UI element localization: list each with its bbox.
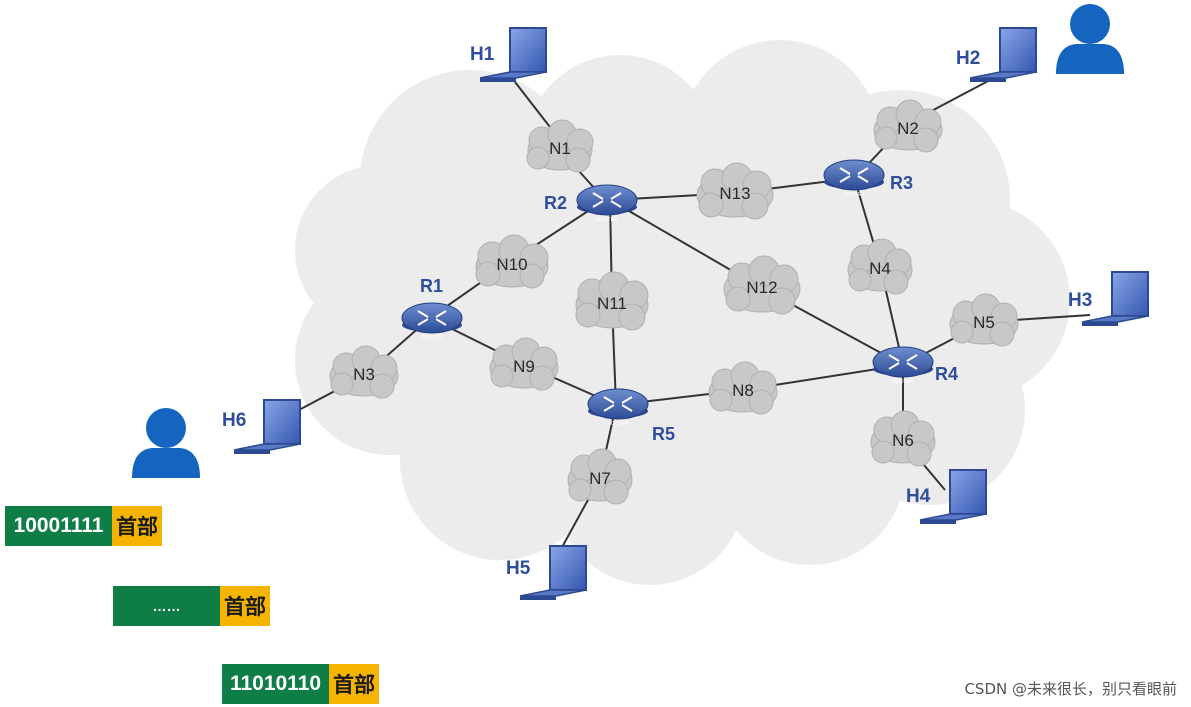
laptop-icon: [479, 27, 547, 82]
laptop-icon: [969, 27, 1037, 82]
packet-data: 10001111: [5, 506, 112, 546]
router-label-r5: R5: [652, 424, 675, 444]
host-label-h2: H2: [956, 48, 980, 69]
host-h3: H3: [1068, 271, 1149, 326]
user-icon: [132, 408, 200, 478]
router-r1: ROUTER R1: [401, 276, 463, 341]
packet-2: …… 首部: [113, 586, 270, 626]
router-label-r1: R1: [420, 276, 443, 296]
network-n6: N6: [870, 410, 936, 467]
router-r2: ROUTER R2: [544, 184, 638, 223]
router-r5: ROUTER R5: [587, 388, 675, 444]
host-h2: H2: [956, 27, 1037, 82]
network-n3: N3: [329, 345, 399, 399]
network-n1: N1: [526, 119, 594, 173]
host-h1: H1: [470, 27, 547, 82]
packet-3: 11010110 首部: [222, 664, 379, 704]
network-n11: N11: [575, 271, 649, 331]
packet-1: 10001111 首部: [5, 506, 162, 546]
laptop-icon: [519, 545, 587, 600]
network-n4: N4: [847, 238, 913, 295]
network-n13: N13: [696, 162, 774, 220]
laptop-icon: [1081, 271, 1149, 326]
network-label-n3: N3: [353, 365, 375, 384]
host-label-h5: H5: [506, 558, 531, 579]
network-n8: N8: [708, 361, 778, 415]
watermark: CSDN @未来很长，别只看眼前: [964, 680, 1177, 698]
laptop-icon: [233, 399, 301, 454]
packet-header: 首部: [220, 586, 270, 626]
laptop-icon: [919, 469, 987, 524]
network-label-n5: N5: [973, 313, 995, 332]
router-r4: ROUTER R4: [872, 346, 958, 385]
router-arrows-icon: [603, 396, 633, 412]
router-arrows-icon: [417, 310, 447, 326]
router-badge: ROUTER: [892, 379, 914, 385]
packet-data: ……: [113, 586, 220, 626]
packet-header: 首部: [329, 664, 379, 704]
network-n2: N2: [873, 99, 943, 153]
router-label-r2: R2: [544, 193, 567, 213]
network-label-n6: N6: [892, 431, 914, 450]
network-label-n11: N11: [597, 294, 627, 313]
network-label-n7: N7: [589, 469, 611, 488]
router-arrows-icon: [592, 192, 622, 208]
network-label-n9: N9: [513, 357, 535, 376]
host-label-h1: H1: [470, 44, 495, 65]
router-badge: ROUTER: [421, 335, 443, 341]
router-label-r3: R3: [890, 173, 913, 193]
host-label-h6: H6: [222, 410, 246, 431]
network-n10: N10: [475, 234, 549, 289]
network-n5: N5: [949, 293, 1019, 347]
network-label-n10: N10: [496, 255, 527, 274]
packet-data: 11010110: [222, 664, 329, 704]
network-label-n1: N1: [549, 139, 571, 158]
host-h5: H5: [506, 545, 587, 600]
router-arrows-icon: [888, 354, 918, 370]
network-label-n13: N13: [719, 184, 750, 203]
packet-header: 首部: [112, 506, 162, 546]
user-icon: [1056, 4, 1124, 74]
host-label-h3: H3: [1068, 290, 1092, 311]
router-r3: ROUTER R3: [823, 159, 913, 198]
router-badge: ROUTER: [596, 217, 618, 223]
network-n7: N7: [567, 448, 633, 505]
network-n9: N9: [489, 337, 559, 391]
host-h4: H4: [906, 469, 987, 524]
router-arrows-icon: [839, 167, 869, 183]
host-label-h4: H4: [906, 486, 931, 507]
router-badge: ROUTER: [607, 421, 629, 427]
hosts: H1 H2 H3 H4: [222, 27, 1149, 600]
router-badge: ROUTER: [843, 192, 865, 198]
router-label-r4: R4: [935, 364, 958, 384]
network-n12: N12: [723, 255, 801, 315]
network-clouds: N1 N2 N3 N4 N5: [329, 99, 1019, 505]
network-label-n12: N12: [746, 278, 777, 297]
routers: ROUTER R1 ROUTER R2 ROUTER R3: [401, 159, 958, 444]
host-h6: H6: [222, 399, 301, 454]
network-label-n8: N8: [732, 381, 754, 400]
network-label-n2: N2: [897, 119, 919, 138]
network-label-n4: N4: [869, 259, 891, 278]
